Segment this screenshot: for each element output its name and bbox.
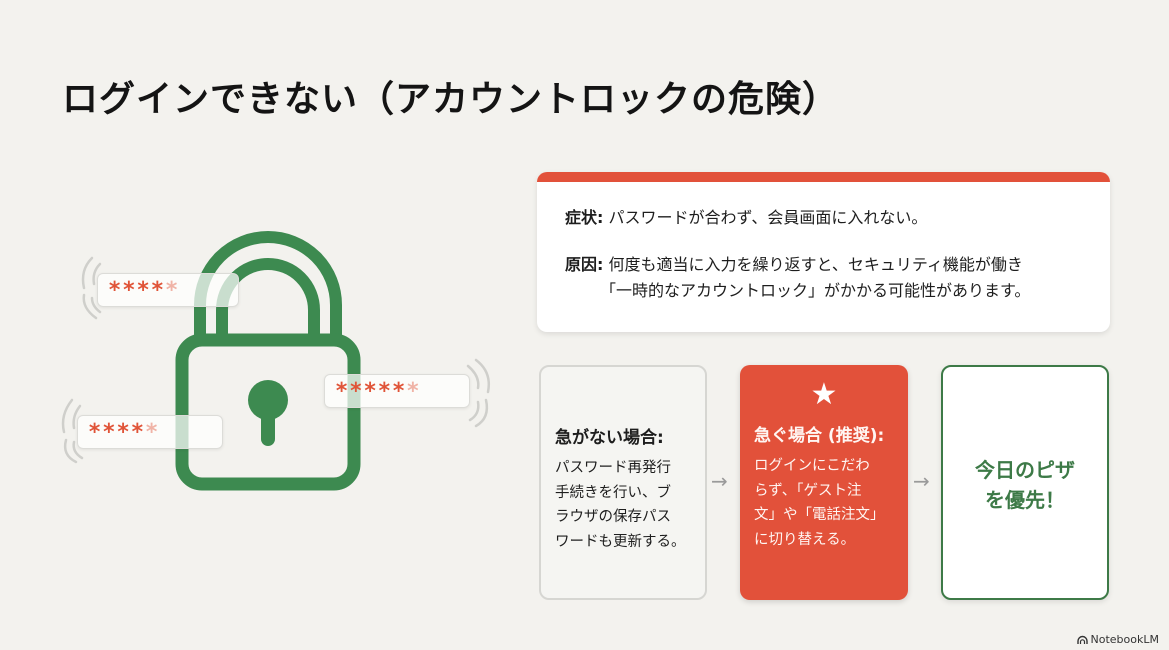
notebooklm-brand: NotebookLM [1076,633,1159,646]
notebooklm-logo-icon [1076,635,1088,644]
cause-text-1: 何度も適当に入力を繰り返すと、セキュリティ機能が働き [608,255,1023,274]
cause-line: 原因: 何度も適当に入力を繰り返すと、セキュリティ機能が働き [565,252,1023,278]
urgent-heading: 急ぐ場合 (推奨): [754,426,885,446]
calm-option-card: 急がない場合: パスワード再発行 手続きを行い、ブ ラウザの保存パス ワードも更… [539,365,707,600]
vibration-lines [61,256,490,464]
urgent-option-card: ★ 急ぐ場合 (推奨): ログインにこだわ らず、「ゲスト注 文」や「電話注文」… [740,365,908,600]
slide-title: ログインできない（アカウントロックの危険） [62,79,840,120]
lock-illustration: ***** ****** ***** [0,0,520,650]
cause-text-2: 「一時的なアカウントロック」がかかる可能性があります。 [600,281,1031,300]
pizza-text: 今日のピザ を優先！ [975,458,1075,512]
padlock-icon [61,231,490,491]
arrow-right-icon: → [913,469,930,493]
urgent-body: ログインにこだわ らず、「ゲスト注 文」や「電話注文」 に切り替える。 [754,458,885,548]
password-field-3: ***** [77,415,223,449]
star-icon: ★ [810,377,838,412]
arrow-right-icon: → [711,469,728,493]
cause-label: 原因: [565,255,604,274]
info-card: 症状: パスワードが合わず、会員画面に入れない。 原因: 何度も適当に入力を繰り… [537,172,1110,332]
calm-heading: 急がない場合: [555,428,664,448]
symptom-line: 症状: パスワードが合わず、会員画面に入れない。 [565,205,927,231]
pizza-priority-card: 今日のピザ を優先！ [941,365,1109,600]
password-field-1: ***** [97,273,239,307]
symptom-text: パスワードが合わず、会員画面に入れない。 [608,208,928,227]
calm-body: パスワード再発行 手続きを行い、ブ ラウザの保存パス ワードも更新する。 [555,460,686,550]
password-field-2: ****** [324,374,470,408]
info-card-accent-bar [537,172,1110,182]
symptom-label: 症状: [565,208,604,227]
brand-label: NotebookLM [1090,633,1159,646]
